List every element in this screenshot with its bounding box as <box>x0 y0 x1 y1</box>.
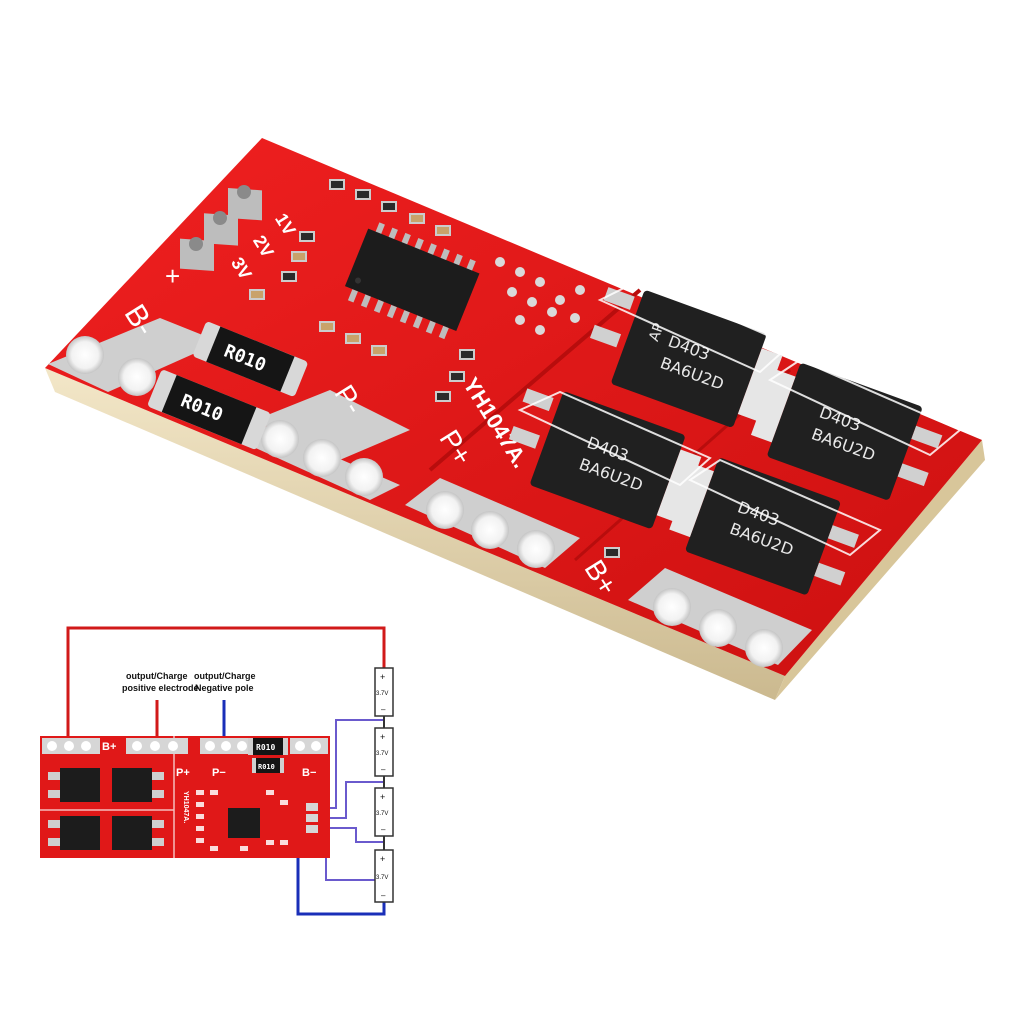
svg-text:–: – <box>381 891 386 900</box>
mini-label-p-minus: P− <box>212 767 226 779</box>
svg-text:+: + <box>380 732 385 742</box>
pcb-edge-right <box>775 440 985 700</box>
mini-board-model: YH1047A. <box>182 791 189 823</box>
svg-text:3.7V: 3.7V <box>376 751 388 757</box>
mosfet-1: AP D403 BA6U2D <box>589 287 783 427</box>
mini-resistor-2: R010 <box>252 758 284 773</box>
svg-text:3.7V: 3.7V <box>376 811 388 817</box>
svg-text:AP: AP <box>646 321 667 343</box>
mini-ic <box>228 808 260 838</box>
svg-text:3.7V: 3.7V <box>376 875 388 881</box>
mini-label-b-plus: B+ <box>102 741 116 753</box>
svg-text:+: + <box>380 854 385 864</box>
mini-resistor-1: R010 <box>248 738 288 755</box>
svg-text:–: – <box>381 825 386 834</box>
svg-text:–: – <box>381 765 386 774</box>
battery-cell-4: + 3.7V – <box>374 849 394 903</box>
protection-ic <box>344 222 480 340</box>
wiring-diagram: output/Charge positive electrode output/… <box>40 626 394 916</box>
pad-strip-b-minus <box>48 318 220 392</box>
shunt-resistor-2: R010 <box>148 370 271 450</box>
svg-text:R010: R010 <box>256 743 275 752</box>
pad-strip-p-minus <box>255 390 410 462</box>
callout-positive-line1: output/Charge <box>126 671 188 681</box>
pcb-board: B- P- P+ B+ + YH1047A. 1V 2V 3V R010 R01… <box>45 138 985 700</box>
svg-text:R010: R010 <box>258 763 275 771</box>
pcb-edge <box>45 368 785 700</box>
mini-label-p-plus: P+ <box>176 767 190 779</box>
smd-components <box>249 179 620 558</box>
cell-tap-pads <box>180 185 262 271</box>
callout-positive-line2: positive electrode <box>122 683 199 693</box>
callout-negative-line1: output/Charge <box>194 671 256 681</box>
wire-positive <box>66 626 386 742</box>
svg-text:–: – <box>381 705 386 714</box>
shunt-resistor-1: R010 <box>193 322 308 397</box>
svg-text:+: + <box>380 672 385 682</box>
mini-label-b-minus: B− <box>302 767 316 779</box>
mosfet-4: D403 BA6U2D <box>669 458 859 595</box>
via-pads <box>495 257 585 335</box>
battery-cell-1: + 3.7V – <box>374 667 394 717</box>
label-side-plus: + <box>165 261 180 291</box>
svg-text:3.7V: 3.7V <box>376 691 388 697</box>
mosfet-2: D403 BA6U2D <box>508 388 702 529</box>
mini-mosfets <box>48 768 164 850</box>
battery-cell-3: + 3.7V – <box>374 787 394 837</box>
svg-text:+: + <box>380 792 385 802</box>
battery-cell-2: + 3.7V – <box>374 727 394 777</box>
callout-negative-line2: Negative pole <box>195 683 254 693</box>
